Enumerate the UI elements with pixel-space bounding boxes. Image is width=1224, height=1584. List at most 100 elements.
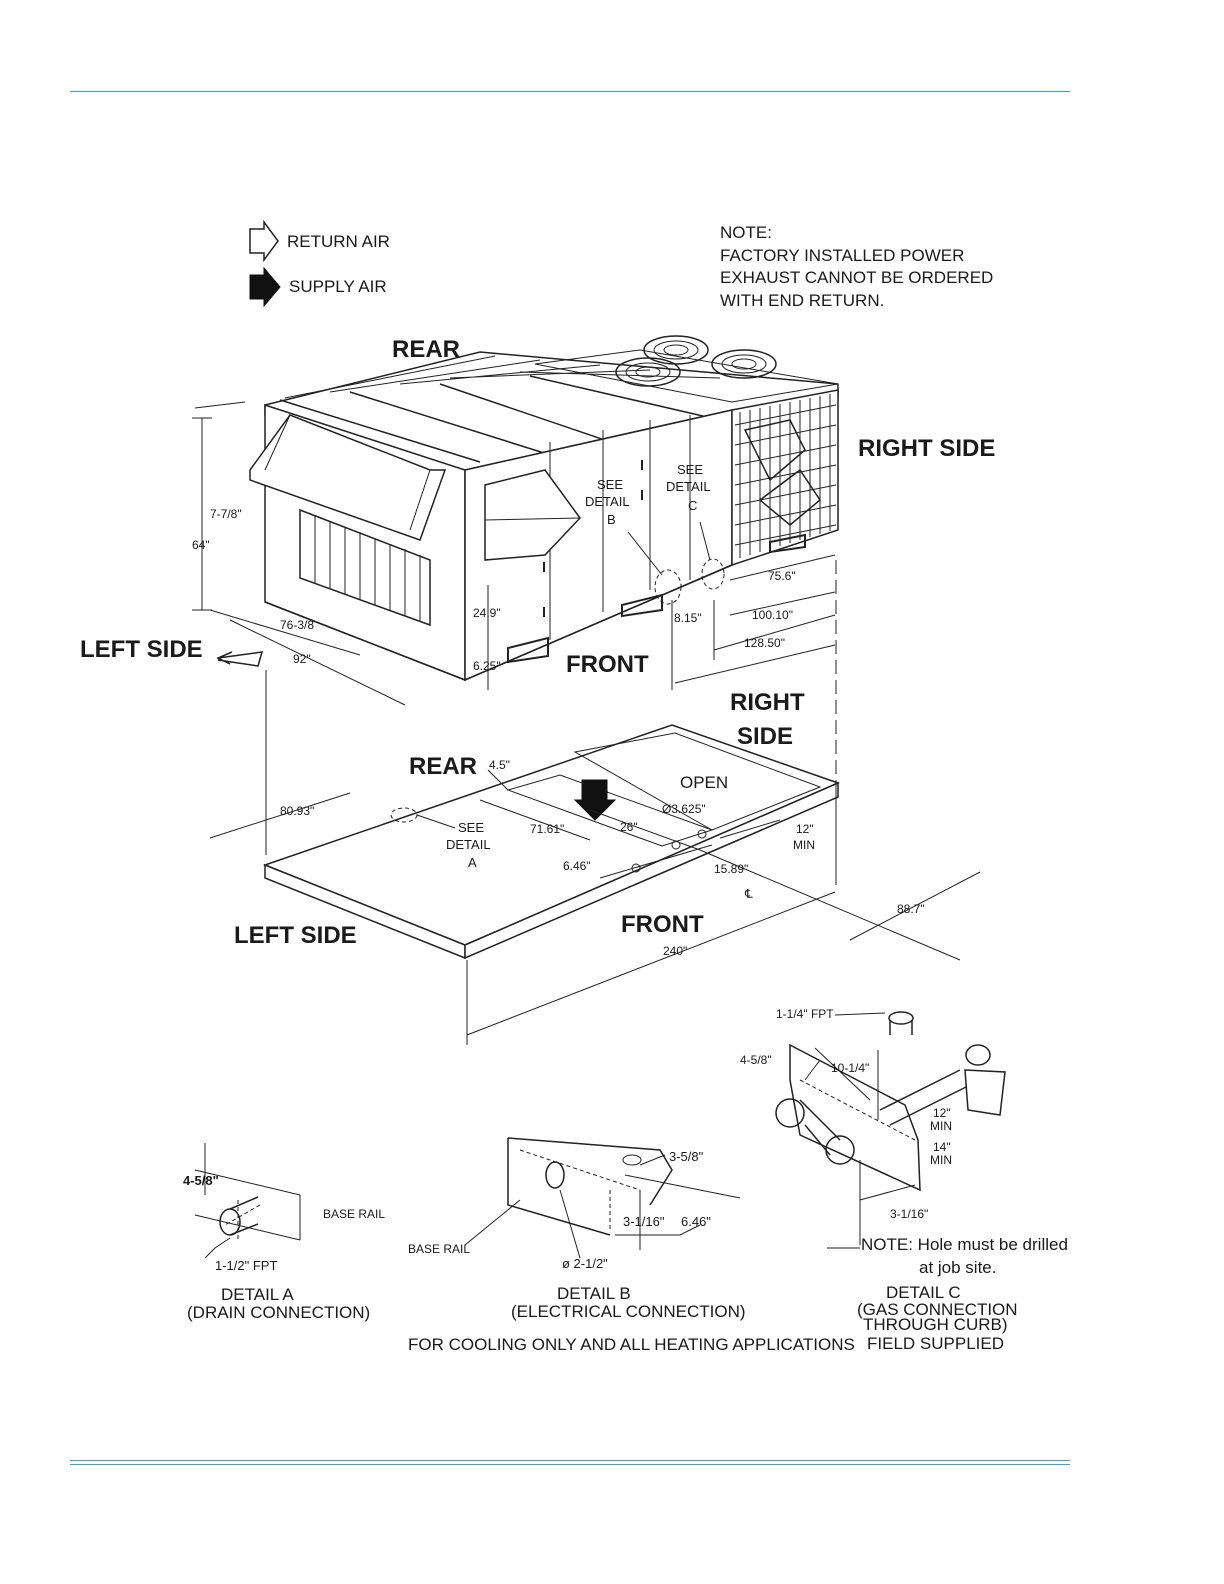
roof-ribs bbox=[284, 355, 721, 399]
detail-b-hole bbox=[545, 1161, 565, 1189]
height-dim-line bbox=[192, 401, 246, 611]
note-line-3: WITH END RETURN. bbox=[720, 291, 884, 310]
dim-26: 26" bbox=[620, 820, 638, 834]
detail-a-title: DETAIL A bbox=[221, 1285, 294, 1304]
detail-b-title: DETAIL B bbox=[557, 1284, 631, 1303]
dim-128-50: 128.50" bbox=[744, 636, 785, 650]
hood-edges bbox=[264, 414, 431, 531]
unit-front-label: FRONT bbox=[566, 651, 649, 678]
dim-71-61: 71.61" bbox=[530, 822, 564, 836]
detail-c-min-2: MIN bbox=[930, 1153, 952, 1167]
curb-right-label-2: SIDE bbox=[737, 723, 793, 750]
legend: RETURN AIR SUPPLY AIR bbox=[249, 219, 390, 308]
detail-c-subtitle-1: (GAS CONNECTION bbox=[857, 1300, 1018, 1319]
detail-b-screw bbox=[622, 1154, 642, 1166]
detail-c-callout-circle bbox=[701, 558, 725, 590]
condenser-grille bbox=[734, 394, 837, 558]
detail-c-note-1: NOTE: Hole must be drilled bbox=[861, 1235, 1068, 1254]
centerline-mark: ℄ bbox=[744, 887, 753, 901]
note-line-1: FACTORY INSTALLED POWER bbox=[720, 246, 964, 265]
unit-right-side-label: RIGHT SIDE bbox=[858, 435, 995, 462]
detail-c-subtitle-3: FIELD SUPPLIED bbox=[867, 1334, 1004, 1353]
dim-240: 240" bbox=[663, 944, 687, 958]
detail-c-dims bbox=[804, 1012, 916, 1249]
curb-right-label-1: RIGHT bbox=[730, 689, 805, 716]
see-detail-c-2: DETAIL bbox=[666, 479, 711, 494]
detail-b-dim-3-1-16: 3-1/16" bbox=[623, 1214, 665, 1229]
dim-88-7: 88.7" bbox=[897, 902, 925, 916]
detail-c-elbow-top bbox=[889, 1020, 913, 1035]
dim-76-3-8: 76-3/8 bbox=[280, 618, 314, 632]
detail-c-note-2: at job site. bbox=[919, 1258, 997, 1277]
see-detail-a-1: SEE bbox=[458, 820, 484, 835]
curb-open-area bbox=[573, 732, 822, 831]
detail-c: 1-1/4" FPT 4-5/8" 10-1/4" 12" MIN 14" MI… bbox=[740, 1007, 1068, 1353]
legend-supply-air: SUPPLY AIR bbox=[289, 277, 387, 296]
detail-b-callout-circle bbox=[654, 569, 682, 605]
supply-air-down-arrow-icon bbox=[573, 779, 617, 821]
drain-hole bbox=[631, 863, 641, 873]
dim-100-10: 100.10" bbox=[752, 608, 793, 622]
detail-c-min-1: MIN bbox=[930, 1119, 952, 1133]
see-detail-b-2: DETAIL bbox=[585, 494, 630, 509]
detail-b-rail bbox=[507, 1137, 673, 1236]
detail-c-dim-10-1-4: 10-1/4" bbox=[831, 1061, 869, 1075]
detail-c-subtitle-2: THROUGH CURB) bbox=[863, 1315, 1008, 1334]
base-rail bbox=[264, 564, 733, 681]
detail-c-rail bbox=[789, 1043, 921, 1192]
see-detail-c-1: SEE bbox=[677, 462, 703, 477]
detail-a-dim: 4-5/8" bbox=[183, 1173, 219, 1188]
note-block: NOTE: FACTORY INSTALLED POWER EXHAUST CA… bbox=[720, 223, 993, 310]
right-dim-lines bbox=[671, 554, 836, 690]
left-side-arrow-icon bbox=[216, 651, 264, 667]
detail-c-dim-3-1-16: 3-1/16" bbox=[890, 1207, 928, 1221]
dim-92: 92" bbox=[293, 652, 311, 666]
dim-6-25: 6.25" bbox=[473, 659, 501, 673]
detail-a-pipe-body bbox=[229, 1196, 259, 1236]
detail-c-pipe bbox=[879, 1069, 969, 1126]
base-dim-lines bbox=[209, 585, 489, 706]
return-opening bbox=[299, 508, 431, 627]
legend-return-air: RETURN AIR bbox=[287, 232, 390, 251]
gas-hole bbox=[697, 829, 707, 839]
detail-b-dim-3-5-8: 3-5/8" bbox=[669, 1149, 704, 1164]
curb-supply-opening bbox=[506, 774, 714, 847]
detail-leaders bbox=[627, 521, 711, 576]
see-detail-b-1: SEE bbox=[597, 477, 623, 492]
detail-c-bracket bbox=[964, 1069, 1006, 1116]
roof-seams bbox=[279, 375, 721, 463]
detail-b-hidden-lines bbox=[519, 1149, 641, 1232]
lifting-lugs bbox=[507, 533, 806, 664]
opening-louvers bbox=[314, 515, 421, 621]
dim-4-5: 4.5" bbox=[489, 758, 510, 772]
detail-b: 3-5/8" 3-1/16" 6.46" BASE RAIL ø 2-1/2" … bbox=[408, 1137, 746, 1321]
dim-8-15: 8.15" bbox=[674, 611, 702, 625]
dim-75-6: 75.6" bbox=[768, 569, 796, 583]
dim-3-625: Ø3.625" bbox=[662, 802, 706, 816]
dim-24-9: 24.9" bbox=[473, 606, 501, 620]
dim-64: 64" bbox=[192, 538, 210, 552]
see-detail-a-2: DETAIL bbox=[446, 837, 491, 852]
exhaust-hood bbox=[484, 469, 581, 561]
detail-c-fpt-fitting bbox=[888, 1011, 914, 1025]
curb-dim-lines bbox=[209, 769, 981, 1045]
curb-rear-label: REAR bbox=[409, 753, 477, 780]
curb-front-label: FRONT bbox=[621, 911, 704, 938]
detail-c-dim-4-5-8: 4-5/8" bbox=[740, 1053, 772, 1067]
curb-left-side-label: LEFT SIDE bbox=[234, 922, 357, 949]
note-line-2: EXHAUST CANNOT BE ORDERED bbox=[720, 268, 993, 287]
detail-b-dims bbox=[464, 1154, 741, 1259]
condenser-top-panel bbox=[534, 349, 839, 403]
detail-c-valve-left bbox=[775, 1098, 805, 1128]
dim-80-93: 80.93" bbox=[280, 804, 314, 818]
note-title: NOTE: bbox=[720, 223, 772, 242]
detail-a-fpt-leader bbox=[204, 1237, 231, 1259]
top-rule bbox=[70, 91, 1070, 92]
door-handles bbox=[543, 460, 643, 617]
bottom-rule bbox=[70, 1460, 1070, 1465]
detail-c-valve-body bbox=[799, 1099, 841, 1156]
dim-7-7-8: 7-7/8" bbox=[210, 507, 242, 521]
detail-a-fpt: 1-1/2" FPT bbox=[215, 1258, 277, 1273]
unit-left-side-label: LEFT SIDE bbox=[80, 636, 203, 663]
